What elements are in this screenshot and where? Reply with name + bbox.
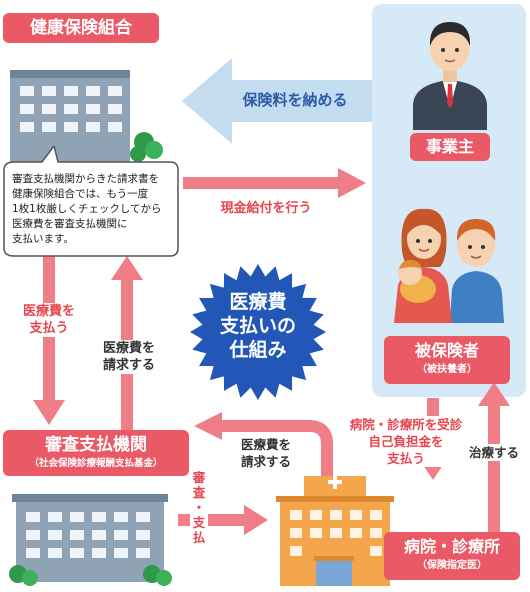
review-building-icon [9,494,172,586]
businessman-icon [413,22,487,130]
review-pay-arrow-shaft [178,514,246,526]
hospital-title: 病院・診療所 [403,537,500,556]
review-pay-line: 支払 [192,515,206,545]
center-title-line: 仕組み [229,339,287,361]
note-line: 1枚1枚厳しくチェックしてから [12,203,162,215]
treat-arrow-head [478,382,510,406]
treat-label: 治療する [462,444,526,461]
insured-title: 被保険者 [414,341,479,360]
pay-medical-line: 支払う [29,321,69,336]
insured-tag: 被保険者 （被扶養者） [384,336,510,384]
premium-arrow [182,58,372,144]
review-org-title: 審査支払機関 [45,435,147,455]
visit-line: 支払う [387,451,425,466]
center-title: 医療費 支払いの 仕組み [208,290,308,362]
note-line: 審査支払機関からきた請求書を [12,173,159,185]
claim-arrow-head [111,256,143,280]
pay-medical-label: 医療費を 支払う [14,303,84,337]
center-title-line: 医療費 [229,291,287,313]
review-pay-line: 審査 [192,470,206,500]
treat-arrow-shaft [488,404,500,532]
employer-title: 事業主 [410,133,490,161]
visit-label: 病院・診療所を受診 自己負担金を 支払う [346,416,466,467]
hospital-claim-label: 医療費を 請求する [226,436,306,470]
claim-line: 請求する [102,358,155,373]
cash-benefit-arrow-head [338,168,366,198]
pay-arrow-head [33,400,65,425]
center-starburst-icon [190,264,326,400]
insurer-building-icon [10,70,163,165]
cash-benefit-arrow-shaft [183,177,343,189]
hospital-claim-line: 請求する [240,454,291,469]
visit-line: 自己負担金を [368,434,444,449]
review-org-tag: 審査支払機関 （社会保険診療報酬支払基金） [3,430,189,476]
hospital-tag: 病院・診療所 （保険指定医） [384,532,520,580]
premium-label: 保険料を納める [242,91,348,109]
review-org-subtitle: （社会保険診療報酬支払基金） [29,458,163,469]
insured-subtitle: （被扶養者） [417,364,477,375]
insurer-title: 健康保険組合 [3,13,159,43]
center-title-line: 支払いの [219,315,296,337]
review-pay-arrow-head [244,505,268,535]
note-text: 審査支払機関からきた請求書を 健康保険組合では、もう一度 1枚1枚厳しくチェック… [12,172,178,247]
claim-label: 医療費を 請求する [94,340,164,374]
note-bubble-shape [3,146,179,257]
review-pay-label: 審査 ・ 支払 [190,470,208,545]
hospital-building-icon [276,475,394,586]
hospital-subtitle: （保険指定医） [417,560,487,571]
claim-line: 医療費を [102,341,155,356]
review-pay-line: ・ [192,500,206,515]
hospital-claim-arrow-path [220,420,333,476]
note-line: 医療費を審査支払機関に [12,218,128,230]
note-line: 健康保険組合では、もう一度 [12,188,149,200]
hospital-claim-line: 医療費を [240,437,291,452]
hospital-claim-arrow-head [194,412,222,440]
family-icon [394,208,504,323]
pay-medical-line: 医療費を [22,304,75,319]
note-line: 支払います。 [12,233,74,245]
visit-line: 病院・診療所を受診 [349,417,463,432]
cash-benefit-label: 現金給付を行う [220,201,312,216]
